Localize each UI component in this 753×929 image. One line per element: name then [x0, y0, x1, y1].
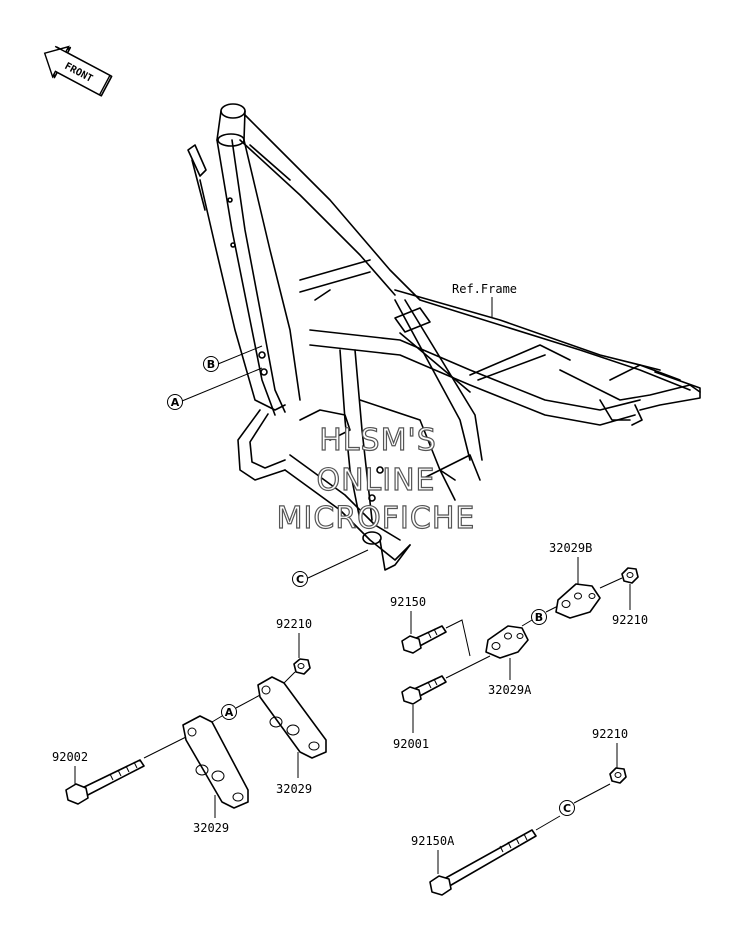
part-32029B-label: 32029B — [549, 541, 592, 555]
motorcycle-frame — [187, 103, 701, 571]
part-92210-right-label: 92210 — [612, 613, 648, 627]
part-92150A-label: 92150A — [411, 834, 455, 848]
part-32029-right-label: 32029 — [276, 782, 312, 796]
frame-callout-a: A — [167, 367, 263, 410]
front-arrow-icon: FRONT — [43, 45, 113, 97]
svg-text:A: A — [225, 706, 234, 719]
nut-92210-left — [293, 658, 311, 675]
bolt-92150 — [401, 625, 447, 654]
svg-text:C: C — [296, 573, 304, 586]
svg-text:B: B — [535, 611, 543, 624]
svg-text:A: A — [171, 396, 180, 409]
ref-frame-label: Ref.Frame — [452, 282, 517, 296]
bolt-92150A — [429, 829, 537, 896]
bolt-92002 — [65, 759, 145, 805]
part-92210-left-label: 92210 — [276, 617, 312, 631]
plate-32029-left — [182, 715, 249, 809]
plate-32029A — [485, 625, 529, 659]
frame-callout-b: B — [203, 345, 263, 372]
svg-text:HLSM'S: HLSM'S — [319, 423, 437, 458]
part-92210-bottom-label: 92210 — [592, 727, 628, 741]
callout-c-parts: C — [559, 783, 611, 816]
plate-32029-right — [257, 676, 327, 759]
part-32029-left-label: 32029 — [193, 821, 229, 835]
bolt-92001 — [401, 675, 447, 705]
svg-text:MICROFICHE: MICROFICHE — [277, 501, 476, 536]
part-92001-label: 92001 — [393, 737, 429, 751]
part-92150-label: 92150 — [390, 595, 426, 609]
nut-92210-bottom — [609, 767, 627, 784]
frame-callout-c: C — [292, 549, 369, 587]
part-32029A-label: 32029A — [488, 683, 532, 697]
nut-92210-right — [621, 567, 639, 584]
svg-text:C: C — [563, 802, 571, 815]
callout-b-parts: B — [521, 604, 561, 627]
svg-text:B: B — [207, 358, 215, 371]
callout-a-parts: A — [211, 693, 263, 723]
part-92002-label: 92002 — [52, 750, 88, 764]
watermark: HLSM'S ONLINE MICROFICHE — [276, 422, 476, 536]
svg-text:ONLINE: ONLINE — [316, 463, 435, 498]
plate-32029B — [555, 583, 601, 619]
